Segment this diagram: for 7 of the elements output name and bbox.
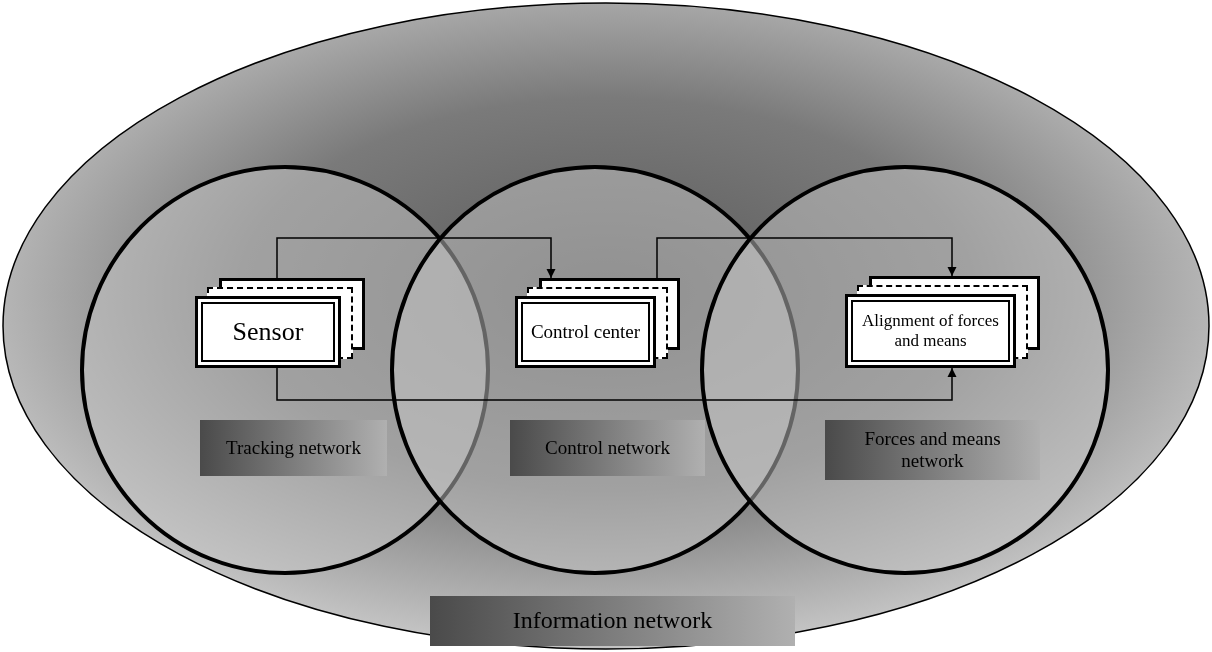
network-label: Control network	[510, 420, 705, 476]
network-label: Information network	[430, 596, 795, 646]
arrow	[276, 367, 957, 401]
arrow	[656, 237, 957, 279]
arrow	[276, 237, 556, 279]
network-label: Tracking network	[200, 420, 387, 476]
network-label: Forces and means network	[825, 420, 1040, 480]
